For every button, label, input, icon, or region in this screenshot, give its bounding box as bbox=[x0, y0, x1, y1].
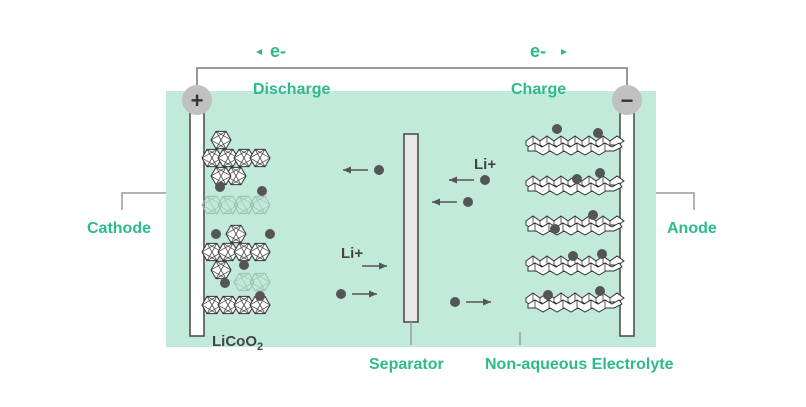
lithium-ion-dot bbox=[480, 175, 490, 185]
ion-flow-right bbox=[336, 262, 491, 307]
electrolyte-label: Non-aqueous Electrolyte bbox=[485, 356, 674, 373]
cathode-material-label: LiCoO2 bbox=[212, 333, 263, 353]
external-circuit-wire bbox=[196, 67, 628, 91]
anode-label: Anode bbox=[667, 220, 717, 237]
discharge-label: Discharge bbox=[253, 81, 330, 98]
separator-label: Separator bbox=[369, 356, 444, 373]
minus-icon: − bbox=[621, 88, 634, 113]
lithium-ion-dot bbox=[450, 297, 460, 307]
lithium-ion-dot bbox=[552, 124, 562, 134]
lithium-ion-dot bbox=[374, 165, 384, 175]
lithium-ion-dot bbox=[215, 182, 225, 192]
negative-terminal: − bbox=[612, 85, 642, 115]
separator-membrane bbox=[403, 133, 419, 323]
lithium-ion-dot bbox=[257, 186, 267, 196]
ion-flow-left bbox=[343, 165, 490, 207]
arrow-right-icon bbox=[561, 49, 567, 55]
lithium-ion-dot bbox=[543, 290, 553, 300]
li-ion-label-top: Li+ bbox=[474, 156, 496, 173]
lithium-ion-dot bbox=[336, 289, 346, 299]
plus-icon: + bbox=[191, 88, 204, 113]
arrow-left-icon bbox=[256, 49, 262, 55]
lithium-ion-dot bbox=[595, 286, 605, 296]
cathode-material-text: LiCoO bbox=[212, 333, 257, 350]
cathode-leader-line bbox=[121, 192, 166, 210]
li-ion-label-bottom: Li+ bbox=[341, 245, 363, 262]
lithium-ion-dot bbox=[588, 210, 598, 220]
lithium-ion-dot bbox=[239, 260, 249, 270]
lithium-ion-dot bbox=[593, 128, 603, 138]
lithium-ion-dot bbox=[550, 224, 560, 234]
lithium-ion-dot bbox=[463, 197, 473, 207]
lithium-ion-dot bbox=[220, 278, 230, 288]
cathode-plate bbox=[189, 109, 205, 337]
anode-leader-line bbox=[656, 192, 695, 210]
anode-lithium-ions bbox=[543, 124, 607, 300]
cathode-material-subscript: 2 bbox=[257, 341, 263, 353]
lithium-ion-dot bbox=[255, 291, 265, 301]
lithium-ion-dot bbox=[597, 249, 607, 259]
cathode-lithium-ions bbox=[211, 182, 275, 301]
lithium-ion-dot bbox=[211, 229, 221, 239]
charge-label: Charge bbox=[511, 81, 566, 98]
lithium-ion-dot bbox=[595, 168, 605, 178]
lithium-ion-dot bbox=[265, 229, 275, 239]
electron-label-right: e- bbox=[530, 41, 546, 61]
lithium-ion-dot bbox=[568, 251, 578, 261]
anode-plate bbox=[619, 109, 635, 337]
lithium-ion-dot bbox=[572, 174, 582, 184]
cathode-label: Cathode bbox=[87, 220, 151, 237]
electron-label-left: e- bbox=[270, 41, 286, 61]
positive-terminal: + bbox=[182, 85, 212, 115]
